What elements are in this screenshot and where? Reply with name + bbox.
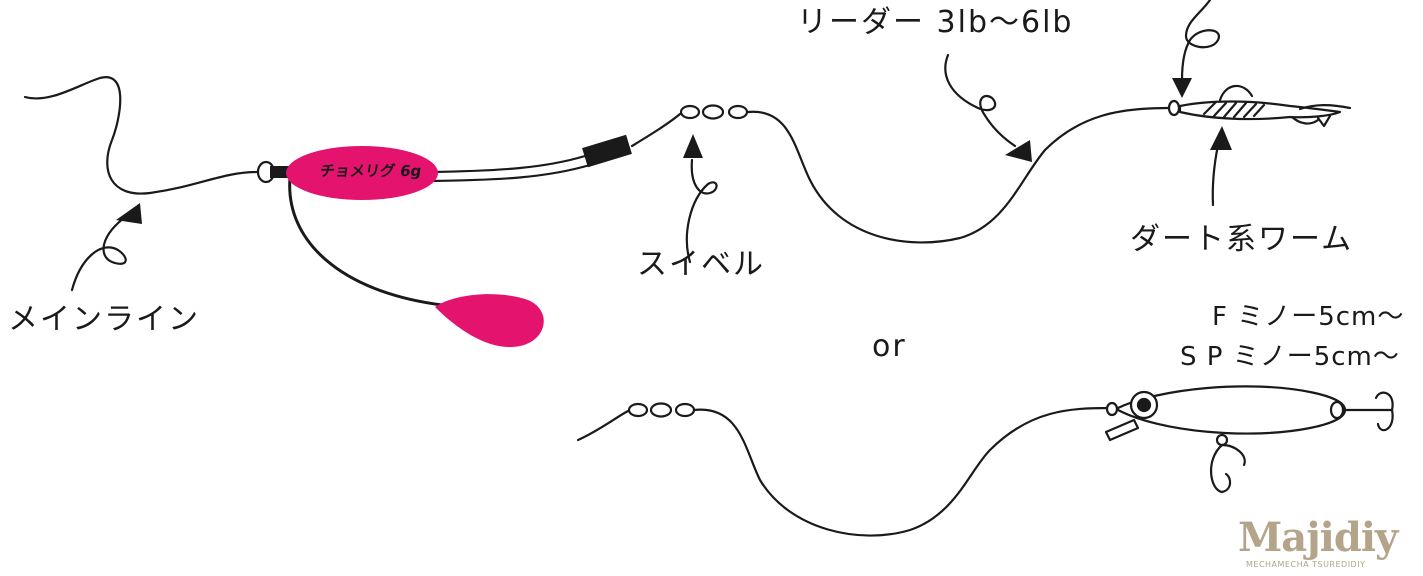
logo-tagline: MECHAMECHA TSUREDIDIY [1246, 560, 1366, 569]
brand-logo: Majidiy MECHAMECHA TSUREDIDIY [1238, 518, 1416, 574]
minnow-swivel [627, 402, 696, 418]
annotation-line-worm [1211, 143, 1220, 207]
annotation-line-top [1180, 0, 1221, 82]
sinker-line-lower [428, 163, 592, 183]
worm-eye-ring [1167, 99, 1181, 117]
logo-wordmark: Majidiy [1238, 514, 1398, 561]
main-line-label: メインライン [8, 302, 200, 337]
connector-tube [582, 134, 632, 168]
leader-label: リーダー 3lb〜6lb [797, 5, 1074, 40]
minnow-lure [1104, 385, 1394, 494]
leader-line [746, 106, 1170, 244]
annotation-line-swivel [685, 158, 718, 264]
dart-worm-label: ダート系ワーム [1130, 222, 1354, 257]
arrowhead-top [1172, 78, 1192, 98]
or-label: or [872, 329, 907, 364]
sp-minnow-label: S P ミノー5cm〜 [1180, 342, 1400, 372]
annotation-line-main [70, 213, 130, 292]
annotation-line-leader [944, 53, 1017, 148]
minnow-line-front [576, 409, 630, 442]
sinker [286, 146, 438, 200]
main-line [23, 76, 260, 195]
arrowhead-swivel [683, 134, 703, 158]
arrowhead-worm [1210, 126, 1232, 150]
connector-line [630, 112, 682, 148]
sinker-line-upper [428, 154, 587, 174]
blade [435, 294, 544, 348]
blade-arm [288, 176, 444, 307]
sinker-label: チョメリグ 6g [318, 162, 423, 180]
dart-worm [1178, 84, 1352, 128]
minnow-leader-line [692, 406, 1112, 537]
arrowhead-leader [1005, 140, 1032, 162]
f-minnow-label: F ミノー5cm〜 [1212, 302, 1405, 332]
swivel-label: スイベル [637, 247, 765, 282]
arrowhead-main-line [116, 203, 142, 224]
swivel [679, 104, 749, 120]
